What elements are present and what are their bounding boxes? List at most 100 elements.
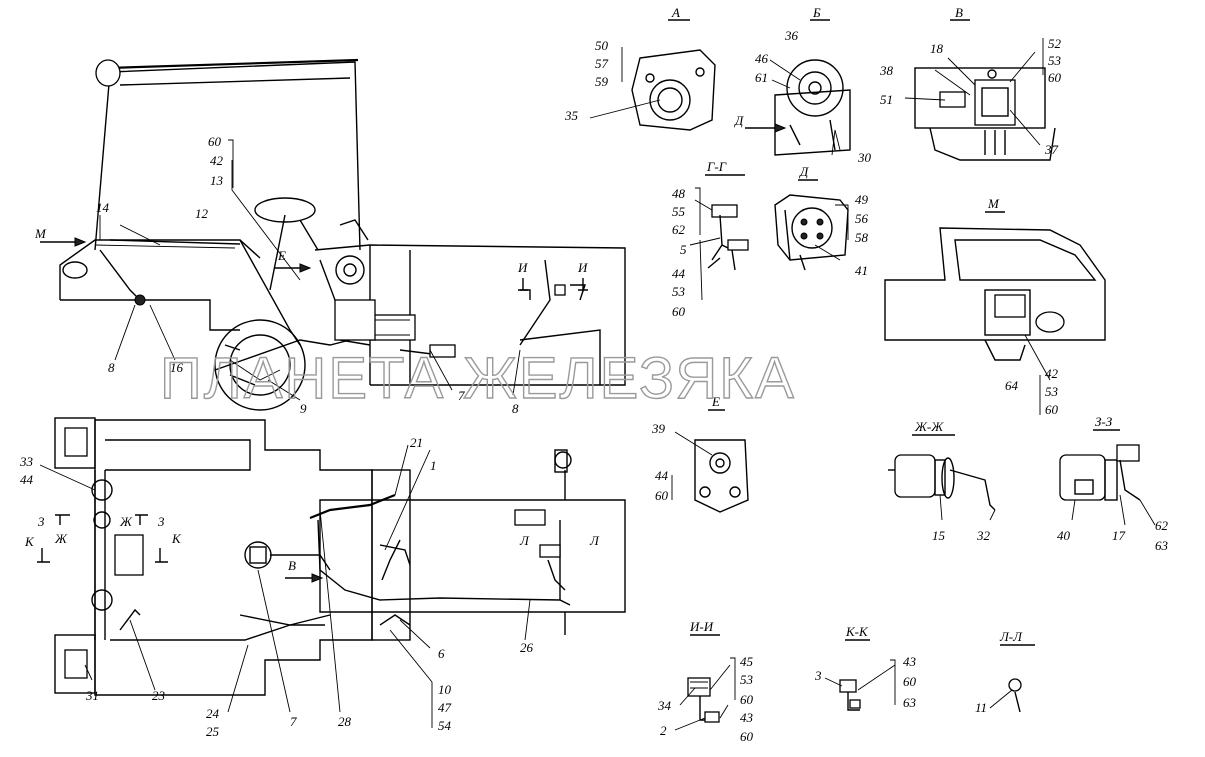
view-v-title: В — [955, 5, 963, 20]
top-label-28: 28 — [338, 714, 352, 729]
view-b-title: Б — [812, 5, 821, 20]
a-label-59: 59 — [595, 74, 609, 89]
ii-label-2: 2 — [660, 723, 667, 738]
ii-label-60: 60 — [740, 692, 754, 707]
detail-view-d — [774, 179, 849, 271]
top-label-44: 44 — [20, 472, 34, 487]
section-zh-right-label: Ж — [54, 531, 68, 546]
gg-label-44: 44 — [672, 266, 686, 281]
v-label-53: 53 — [1048, 53, 1062, 68]
ll-label-11: 11 — [975, 700, 987, 715]
v-label-52: 52 — [1048, 36, 1062, 51]
detail-view-a — [589, 19, 716, 131]
steering-wheel-icon — [254, 197, 316, 223]
section-k-right-label: К — [171, 531, 182, 546]
view-g-g-title: Г-Г — [706, 159, 727, 174]
ii-label-34: 34 — [657, 698, 672, 713]
gg-label-53: 53 — [672, 284, 686, 299]
a-label-35: 35 — [564, 108, 579, 123]
detail-view-k-k — [824, 639, 896, 711]
side-label-7: 7 — [458, 388, 465, 403]
v-label-51: 51 — [880, 92, 893, 107]
section-i-right-label: И — [577, 260, 588, 275]
lamp-icon — [894, 454, 936, 498]
side-label-16: 16 — [170, 360, 184, 375]
b-label-46: 46 — [755, 51, 769, 66]
top-label-33: 33 — [19, 454, 34, 469]
detail-view-zh-zh — [888, 434, 996, 521]
d-label-49: 49 — [855, 192, 869, 207]
lamp-icon — [1059, 454, 1106, 501]
detail-view-b — [745, 19, 851, 156]
m-label-64: 64 — [1005, 378, 1019, 393]
ii-label-53: 53 — [740, 672, 754, 687]
section-3-left-label: 3 — [37, 514, 45, 529]
section-k-left-label: К — [24, 534, 35, 549]
section-zh-left-label: Ж — [119, 514, 133, 529]
detail-view-e — [671, 409, 749, 513]
watermark: ПЛАНЕТА ЖЕЛЕЗЯКА — [160, 346, 796, 411]
view-k-k-title: К-К — [845, 624, 869, 639]
v-label-60: 60 — [1048, 70, 1062, 85]
d-label-41: 41 — [855, 263, 868, 278]
top-label-7: 7 — [290, 714, 297, 729]
socket-icon — [791, 207, 833, 249]
zhzh-label-32: 32 — [976, 528, 991, 543]
m-label-42: 42 — [1045, 366, 1059, 381]
ii-label-43: 43 — [740, 710, 754, 725]
detail-view-i-i — [674, 634, 736, 731]
gg-label-48: 48 — [672, 186, 686, 201]
top-label-1: 1 — [430, 458, 437, 473]
section-l-right-label: Л — [589, 533, 600, 548]
m-label-53: 53 — [1045, 384, 1059, 399]
view-m-title: М — [987, 196, 1000, 211]
kk-label-60: 60 — [903, 674, 917, 689]
side-label-14: 14 — [96, 200, 110, 215]
m-label-60: 60 — [1045, 402, 1059, 417]
view-e-title: Е — [711, 394, 720, 409]
b-label-61: 61 — [755, 70, 768, 85]
side-label-42: 42 — [210, 153, 224, 168]
side-label-13: 13 — [210, 173, 224, 188]
top-view: 3 3 Ж Ж К К Л Л В — [24, 417, 626, 713]
detail-view-v — [904, 19, 1056, 161]
headlamp-icon — [95, 59, 121, 87]
top-label-10: 10 — [438, 682, 452, 697]
detail-view-m — [884, 211, 1106, 415]
horn-icon — [786, 59, 844, 117]
kk-label-63: 63 — [903, 695, 917, 710]
top-label-23: 23 — [152, 688, 166, 703]
connector-icon — [134, 294, 146, 306]
section-3-right-label: 3 — [157, 514, 165, 529]
view-zh-zh-title: Ж-Ж — [914, 419, 944, 434]
zz-label-40: 40 — [1057, 528, 1071, 543]
a-label-50: 50 — [595, 38, 609, 53]
ii-label-45: 45 — [740, 654, 754, 669]
top-label-54: 54 — [438, 718, 452, 733]
side-label-60: 60 — [208, 134, 222, 149]
kk-label-43: 43 — [903, 654, 917, 669]
view-arrow-d-label: Д — [733, 113, 744, 128]
d-label-56: 56 — [855, 211, 869, 226]
top-label-26: 26 — [520, 640, 534, 655]
zhzh-label-15: 15 — [932, 528, 946, 543]
ii-label-60b: 60 — [740, 729, 754, 744]
e-label-39: 39 — [651, 421, 666, 436]
zz-label-63: 63 — [1155, 538, 1169, 553]
zz-label-62: 62 — [1155, 518, 1169, 533]
detail-view-z-z — [1059, 429, 1156, 526]
side-view: М Е И И — [34, 58, 626, 411]
v-label-18: 18 — [930, 41, 944, 56]
side-label-12: 12 — [195, 206, 209, 221]
detail-view-g-g — [689, 174, 749, 301]
zz-label-17: 17 — [1112, 528, 1126, 543]
view-l-l-title: Л-Л — [999, 629, 1023, 644]
gg-label-60: 60 — [672, 304, 686, 319]
top-label-31: 31 — [85, 688, 99, 703]
e-label-44: 44 — [655, 468, 669, 483]
d-label-58: 58 — [855, 230, 869, 245]
gg-label-5: 5 — [680, 242, 687, 257]
detail-view-l-l — [989, 644, 1035, 713]
